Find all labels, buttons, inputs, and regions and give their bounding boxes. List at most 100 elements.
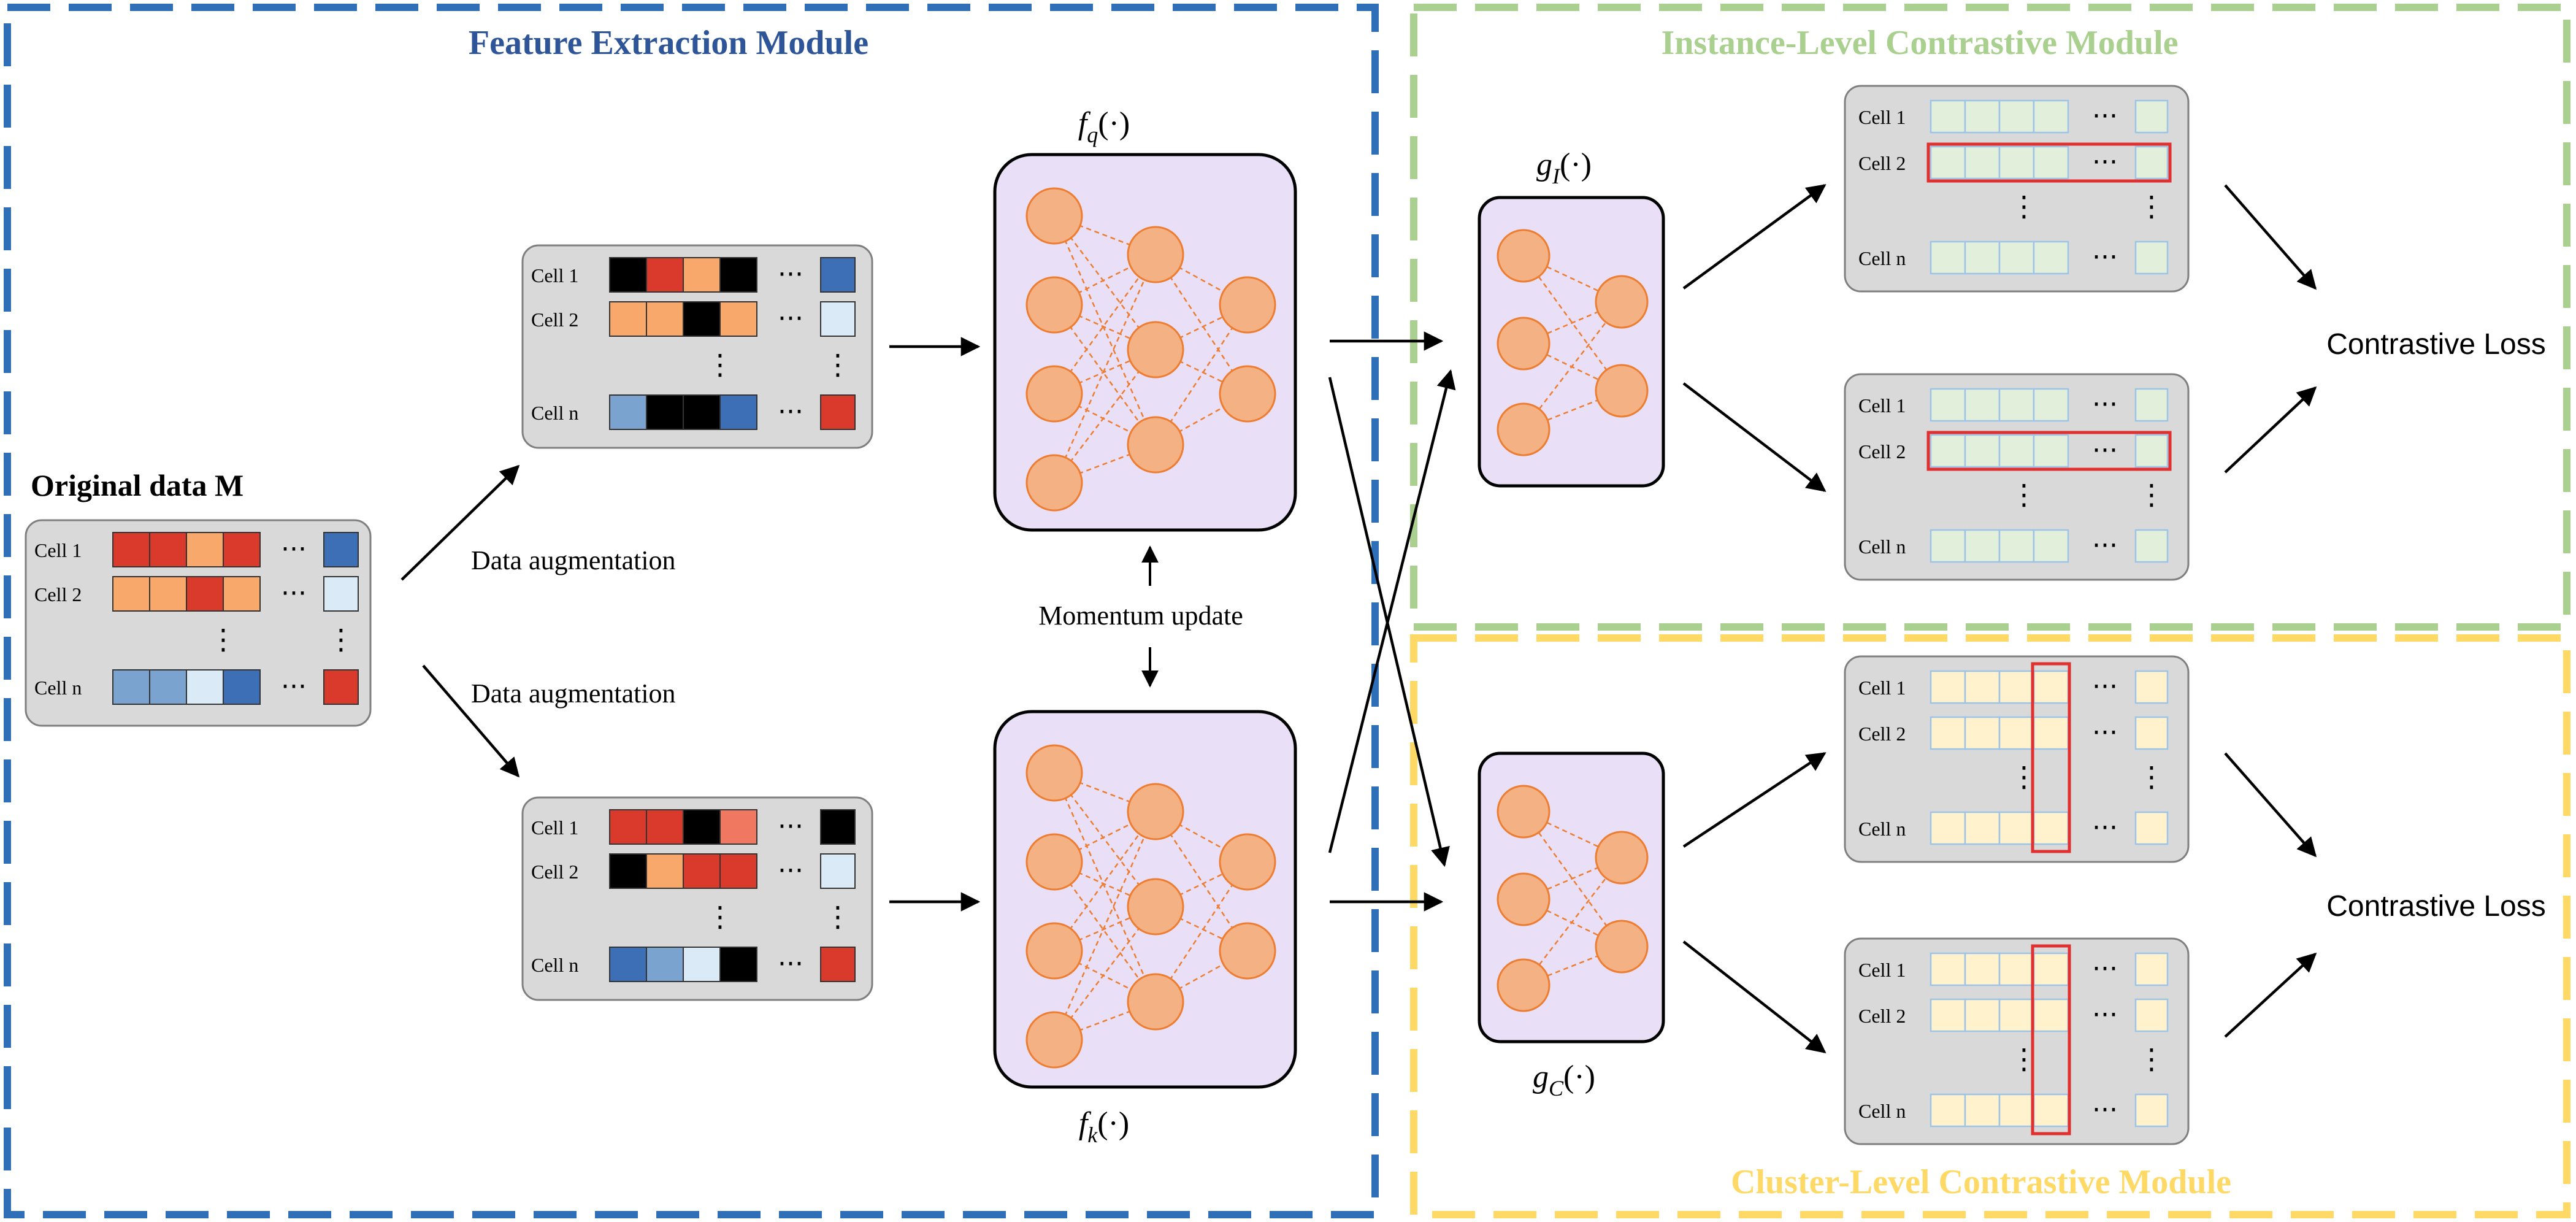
hdots: ···: [2092, 530, 2118, 561]
flow-arrow: [1682, 382, 1827, 492]
vdots: ⋮: [2137, 478, 2166, 511]
instance-feature-matrix-top: Cell 1···Cell 2···Cell n···⋮⋮: [1844, 85, 2190, 293]
network-edge: [1053, 304, 1157, 445]
head-gc-label: gC(·): [1533, 1059, 1595, 1101]
cluster-level-module-border: [1410, 634, 2570, 1218]
matrix-cell: [719, 947, 757, 982]
matrix-cell: [683, 301, 721, 337]
feature-cell: [1930, 716, 1966, 750]
flow-arrows: [401, 184, 2317, 1053]
network-edge: [1053, 254, 1157, 394]
cluster-feature-matrix-bottom: Cell 1···Cell 2···Cell n···⋮⋮: [1844, 937, 2190, 1145]
network-node: [1595, 364, 1649, 418]
feature-cell: [2033, 1093, 2069, 1128]
row-label: Cell n: [1858, 1100, 1906, 1122]
encoder-fk-label: fk(·): [1079, 1106, 1129, 1147]
network-node: [1127, 226, 1184, 283]
head-gi-network: [1478, 196, 1665, 488]
matrix-cell: [223, 576, 261, 612]
network-node: [1025, 922, 1083, 980]
vdots: ⋮: [824, 348, 852, 381]
vdots: ⋮: [2137, 1042, 2166, 1075]
network-edge: [1522, 255, 1623, 391]
network-node: [1025, 187, 1083, 245]
feature-cell: [1930, 670, 1966, 704]
data-augmentation-label-top: Data augmentation: [471, 545, 676, 575]
vdots: ⋮: [2010, 478, 2038, 511]
network-node: [1497, 872, 1551, 926]
feature-extraction-module-border: [4, 4, 1379, 1218]
feature-cell: [2033, 388, 2069, 422]
network-node: [1219, 365, 1276, 423]
data-augmentation-label-bottom: Data augmentation: [471, 678, 676, 709]
hdots: ···: [2092, 717, 2118, 748]
matrix-cell-last: [820, 301, 856, 337]
flow-arrow: [1682, 940, 1827, 1053]
matrix-cell: [223, 532, 261, 567]
feature-cell: [1964, 388, 2001, 422]
vdots: ⋮: [706, 348, 734, 381]
feature-cell: [1964, 811, 2001, 845]
network-node: [1025, 276, 1083, 334]
matrix-cell: [719, 257, 757, 293]
network-node: [1595, 831, 1649, 885]
feature-cell: [1998, 716, 2035, 750]
head-gc-network: [1478, 751, 1665, 1043]
feature-cell: [2033, 240, 2069, 275]
flow-arrow: [1328, 369, 1456, 853]
feature-cell-last: [2134, 145, 2169, 180]
matrix-cell: [609, 301, 647, 337]
row-label: Cell n: [531, 954, 578, 976]
feature-cell-last: [2134, 529, 2169, 563]
feature-cell: [1964, 998, 2001, 1032]
matrix-cell-last: [820, 257, 856, 293]
feature-cell-last: [2134, 388, 2169, 422]
row-label: Cell 1: [1858, 959, 1906, 981]
matrix-cell: [609, 853, 647, 889]
flow-arrow: [1682, 752, 1827, 848]
matrix-cell: [719, 853, 757, 889]
feature-cell: [1930, 99, 1966, 134]
hdots: ···: [2092, 435, 2118, 466]
instance-highlight: [1926, 431, 2172, 471]
hdots: ···: [2092, 953, 2118, 985]
flow-arrow: [1682, 184, 1827, 290]
feature-cell: [1964, 145, 2001, 180]
matrix-cell: [719, 394, 757, 430]
feature-cell: [1998, 240, 2035, 275]
encoder-fq-network: [993, 153, 1297, 532]
row-label: Cell n: [531, 402, 578, 424]
feature-cell: [1998, 670, 2035, 704]
feature-extraction-title: Feature Extraction Module: [469, 24, 868, 62]
original-data-matrix: Cell 1···Cell 2···Cell n···⋮⋮: [25, 519, 372, 727]
feature-cell: [1930, 811, 1966, 845]
matrix-cell: [646, 947, 684, 982]
vdots: ⋮: [706, 900, 734, 933]
feature-cell-last: [2134, 998, 2169, 1032]
matrix-cell: [112, 669, 150, 705]
flow-arrow: [2224, 386, 2317, 474]
network-node: [1127, 783, 1184, 840]
row-label: Cell n: [1858, 818, 1906, 840]
feature-cell-last: [2134, 99, 2169, 134]
flow-arrow: [401, 464, 520, 581]
hdots: ···: [2092, 1094, 2118, 1126]
instance-level-module-border: [1410, 4, 2570, 631]
matrix-cell: [609, 809, 647, 845]
matrix-cell: [186, 669, 224, 705]
feature-cell-last: [2134, 716, 2169, 750]
network-node: [1127, 321, 1184, 379]
network-node: [1025, 833, 1083, 891]
encoder-fq-label: fq(·): [1078, 106, 1130, 147]
feature-cell: [1964, 99, 2001, 134]
row-label: Cell 2: [1858, 1005, 1906, 1027]
matrix-cell: [646, 853, 684, 889]
matrix-cell: [112, 532, 150, 567]
row-label: Cell n: [34, 677, 82, 699]
matrix-cell: [683, 257, 721, 293]
hdots: ···: [2092, 242, 2118, 273]
row-label: Cell n: [1858, 536, 1906, 558]
feature-cell: [1964, 1093, 2001, 1128]
row-label: Cell n: [1858, 247, 1906, 269]
matrix-cell: [646, 809, 684, 845]
